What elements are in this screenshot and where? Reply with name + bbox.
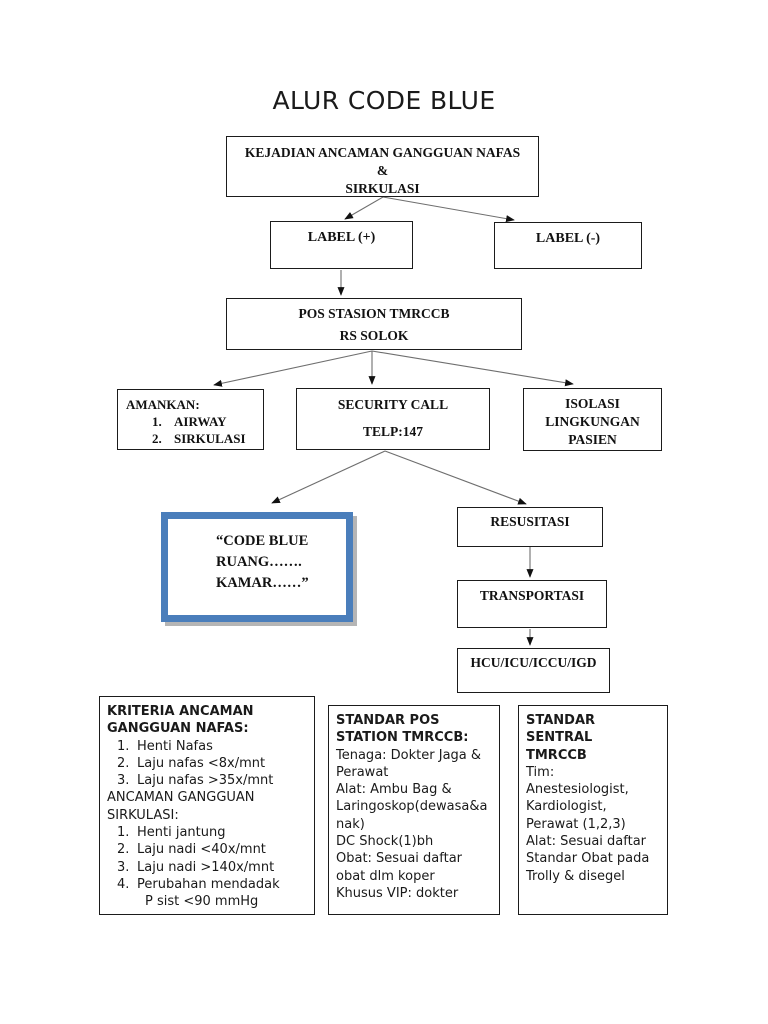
note-standar-sentral-heading-1: STANDAR <box>526 713 596 728</box>
note-standar-pos-station: STANDAR POS STATION TMRCCB: Tenaga: Dokt… <box>328 705 500 915</box>
node-kejadian-ancaman: KEJADIAN ANCAMAN GANGGUAN NAFAS & SIRKUL… <box>226 136 539 197</box>
note-kriteria-ancaman: KRITERIA ANCAMAN GANGGUAN NAFAS: 1. Henti… <box>99 696 315 915</box>
note-kriteria-sirkulasi-item-2-text: Laju nadi <40x/mnt <box>137 842 266 858</box>
node-resusitasi-text: RESUSITASI <box>490 514 570 529</box>
note-kriteria-nafas-item-3: 3. Laju nafas >35x/mnt <box>107 772 307 789</box>
note-kriteria-sub-heading-1: ANCAMAN GANGGUAN <box>107 790 255 806</box>
note-standar-sentral-heading-2: SENTRAL <box>526 730 593 746</box>
note-standar-pos-line-9: Khusus VIP: dokter <box>336 885 459 901</box>
note-kriteria-heading-2: GANGGUAN NAFAS: <box>107 721 249 737</box>
note-standar-sentral-line-6: Standar Obat pada <box>526 851 650 867</box>
node-code-blue-line1: “CODE BLUE <box>216 533 309 549</box>
node-isolasi-line3: PASIEN <box>568 431 617 447</box>
note-kriteria-sirkulasi-item-3: 3. Laju nadi >140x/mnt <box>107 859 307 876</box>
note-standar-pos-line-1: Tenaga: Dokter Jaga & <box>336 747 482 763</box>
note-kriteria-sirkulasi-item-4-text: Perubahan mendadak <box>137 876 280 892</box>
note-kriteria-sirkulasi-item-2-num: 2. <box>117 842 130 858</box>
node-kejadian-line1: KEJADIAN ANCAMAN GANGGUAN NAFAS <box>244 145 521 160</box>
node-security-call: SECURITY CALL TELP:147 <box>296 388 490 450</box>
node-amankan-item-2: 2. SIRKULASI <box>126 430 259 447</box>
note-standar-pos-line-6: DC Shock(1)bh <box>336 833 434 849</box>
note-standar-pos-line-7: Obat: Sesuai daftar <box>336 851 463 867</box>
node-destination: HCU/ICU/ICCU/IGD <box>457 648 610 693</box>
note-kriteria-nafas-item-2-text: Laju nafas <8x/mnt <box>137 755 266 771</box>
node-destination-text: HCU/ICU/ICCU/IGD <box>470 655 597 670</box>
note-standar-sentral-line-2: Anestesiologist, <box>526 782 629 798</box>
note-kriteria-sirkulasi-item-4-num: 4. <box>117 876 130 892</box>
node-pos-stasion-line1: POS STASION TMRCCB <box>298 306 450 321</box>
note-standar-pos-line-4: Laringoskop(dewasa&a <box>336 799 488 815</box>
node-amankan-item-2-text: SIRKULASI <box>174 431 246 447</box>
note-kriteria-sub-heading-2: SIRKULASI: <box>107 807 179 823</box>
note-kriteria-nafas-item-1-text: Henti Nafas <box>137 738 213 754</box>
node-pos-stasion-line2: RS SOLOK <box>339 327 409 343</box>
page-title: ALUR CODE BLUE <box>272 86 496 115</box>
note-kriteria-sirkulasi-item-1-text: Henti jantung <box>137 824 226 840</box>
note-standar-pos-heading-2: STATION TMRCCB: <box>336 730 469 746</box>
note-standar-sentral-line-1: Tim: <box>526 764 555 780</box>
note-kriteria-nafas-item-2-num: 2. <box>117 755 130 771</box>
note-standar-sentral-heading-3: TMRCCB <box>526 747 587 763</box>
node-isolasi-line2: LINGKUNGAN <box>545 413 640 429</box>
note-kriteria-nafas-item-1: 1. Henti Nafas <box>107 738 307 755</box>
node-amankan-item-2-num: 2. <box>152 431 162 447</box>
note-kriteria-sirkulasi-item-2: 2. Laju nadi <40x/mnt <box>107 841 307 858</box>
note-standar-sentral-line-5: Alat: Sesuai daftar <box>526 833 647 849</box>
note-kriteria-nafas-item-3-text: Laju nafas >35x/mnt <box>137 773 274 789</box>
note-standar-pos-line-5: nak) <box>336 816 365 832</box>
note-standar-sentral-line-7: Trolly & disegel <box>526 868 625 884</box>
note-kriteria-sirkulasi-item-1: 1. Henti jantung <box>107 824 307 841</box>
node-label-positive: LABEL (+) <box>270 221 413 269</box>
node-label-negative-text: LABEL (-) <box>535 231 601 246</box>
note-standar-sentral: STANDAR SENTRAL TMRCCB Tim: Anestesiolog… <box>518 705 668 915</box>
note-standar-sentral-line-3: Kardiologist, <box>526 799 607 815</box>
node-isolasi: ISOLASI LINGKUNGAN PASIEN <box>523 388 662 451</box>
node-isolasi-line1: ISOLASI <box>565 396 620 411</box>
node-amankan: AMANKAN: 1. AIRWAY 2. SIRKULASI <box>117 389 264 450</box>
node-pos-stasion: POS STASION TMRCCB RS SOLOK <box>226 298 522 350</box>
note-kriteria-sirkulasi-item-3-text: Laju nadi >140x/mnt <box>137 859 275 875</box>
note-kriteria-nafas-item-2: 2. Laju nafas <8x/mnt <box>107 755 307 772</box>
note-standar-pos-line-2: Perawat <box>336 764 389 780</box>
note-kriteria-nafas-item-3-num: 3. <box>117 773 130 789</box>
note-standar-pos-heading-1: STANDAR POS <box>336 713 440 728</box>
node-code-blue-announcement: “CODE BLUE RUANG……. KAMAR……” <box>161 512 353 622</box>
note-kriteria-sirkulasi-tail: P sist <90 mmHg <box>145 894 259 910</box>
node-kejadian-line2: & <box>376 162 389 178</box>
node-label-positive-text: LABEL (+) <box>307 230 376 245</box>
node-security-call-line2: TELP:147 <box>362 423 423 439</box>
node-amankan-item-1: 1. AIRWAY <box>126 413 259 430</box>
note-standar-pos-line-8: obat dlm koper <box>336 868 435 884</box>
note-kriteria-heading-1: KRITERIA ANCAMAN <box>107 704 254 719</box>
node-amankan-heading: AMANKAN: <box>126 397 200 412</box>
node-amankan-item-1-num: 1. <box>152 414 162 430</box>
note-kriteria-nafas-item-1-num: 1. <box>117 738 130 754</box>
node-label-negative: LABEL (-) <box>494 222 642 269</box>
note-kriteria-sirkulasi-item-4: 4. Perubahan mendadak <box>107 876 307 893</box>
note-kriteria-sirkulasi-item-3-num: 3. <box>117 859 130 875</box>
note-standar-pos-line-3: Alat: Ambu Bag & <box>336 782 452 798</box>
note-kriteria-sirkulasi-item-1-num: 1. <box>117 824 130 840</box>
node-transportasi: TRANSPORTASI <box>457 580 607 628</box>
node-kejadian-line3: SIRKULASI <box>345 180 420 196</box>
note-standar-sentral-line-4: Perawat (1,2,3) <box>526 816 626 832</box>
node-resusitasi: RESUSITASI <box>457 507 603 547</box>
node-security-call-line1: SECURITY CALL <box>337 397 449 412</box>
node-code-blue-line2: RUANG……. <box>216 554 302 571</box>
node-transportasi-text: TRANSPORTASI <box>479 588 585 603</box>
node-amankan-item-1-text: AIRWAY <box>174 414 227 430</box>
node-code-blue-line3: KAMAR……” <box>216 575 309 592</box>
